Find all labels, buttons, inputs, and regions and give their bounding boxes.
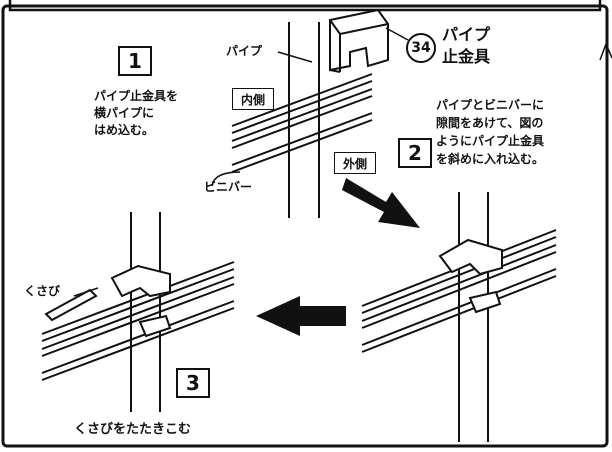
- label-vinybar: ビニバー: [204, 180, 253, 194]
- step1-line1: パイプ止金具を: [94, 89, 179, 103]
- step1-line3: はめ込む。: [94, 123, 155, 137]
- step2-number: 2: [398, 138, 432, 168]
- part-name-line1: パイプ: [442, 25, 491, 44]
- vinybar-leader: [211, 171, 241, 187]
- pipe-clamp-part: [329, 8, 389, 73]
- clamp-right: [438, 238, 503, 314]
- step1-line2: 横パイプに: [94, 106, 155, 120]
- step2-line1: パイプとビニバーに: [436, 98, 545, 112]
- top-tab-line: [8, 0, 602, 12]
- clamp-left: [110, 264, 172, 338]
- step3-number: 3: [176, 368, 210, 398]
- horizontal-bar-left: [41, 261, 235, 381]
- vertical-pipe-left: [130, 212, 161, 412]
- label-outside: 外側: [334, 152, 376, 174]
- pipe-leader: [277, 51, 313, 63]
- outer-border: [1, 4, 609, 448]
- label-wedge: くさび: [24, 284, 61, 298]
- label-pipe: パイプ: [226, 44, 263, 58]
- label-inside: 内側: [232, 88, 274, 110]
- horizontal-bar-top: [231, 73, 373, 173]
- step3-caption: くさびをたたきこむ: [74, 422, 192, 437]
- vertical-pipe-top: [288, 22, 320, 218]
- wedge-leader: [73, 287, 99, 297]
- wedge: [44, 288, 98, 322]
- edge-tick: [599, 41, 612, 61]
- part-number-badge: 34: [406, 33, 436, 63]
- arrow-left: [256, 296, 346, 336]
- step1-number: 1: [118, 46, 152, 76]
- arrow-down-right: [342, 178, 420, 228]
- step2-line3: ようにパイプ止金具: [436, 134, 545, 148]
- step1-text: パイプ止金具を 横パイプに はめ込む。: [94, 88, 178, 139]
- part-name-line2: 止金具: [442, 47, 491, 66]
- part-leader: [385, 27, 409, 41]
- step2-line2: 隙間をあけて、図の: [436, 116, 544, 130]
- step2-text: パイプとビニバーに 隙間をあけて、図の ようにパイプ止金具 を斜めに入れ込む。: [436, 96, 544, 168]
- step2-line4: を斜めに入れ込む。: [436, 152, 545, 166]
- vertical-pipe-right: [458, 192, 489, 442]
- part-name: パイプ 止金具: [442, 24, 490, 68]
